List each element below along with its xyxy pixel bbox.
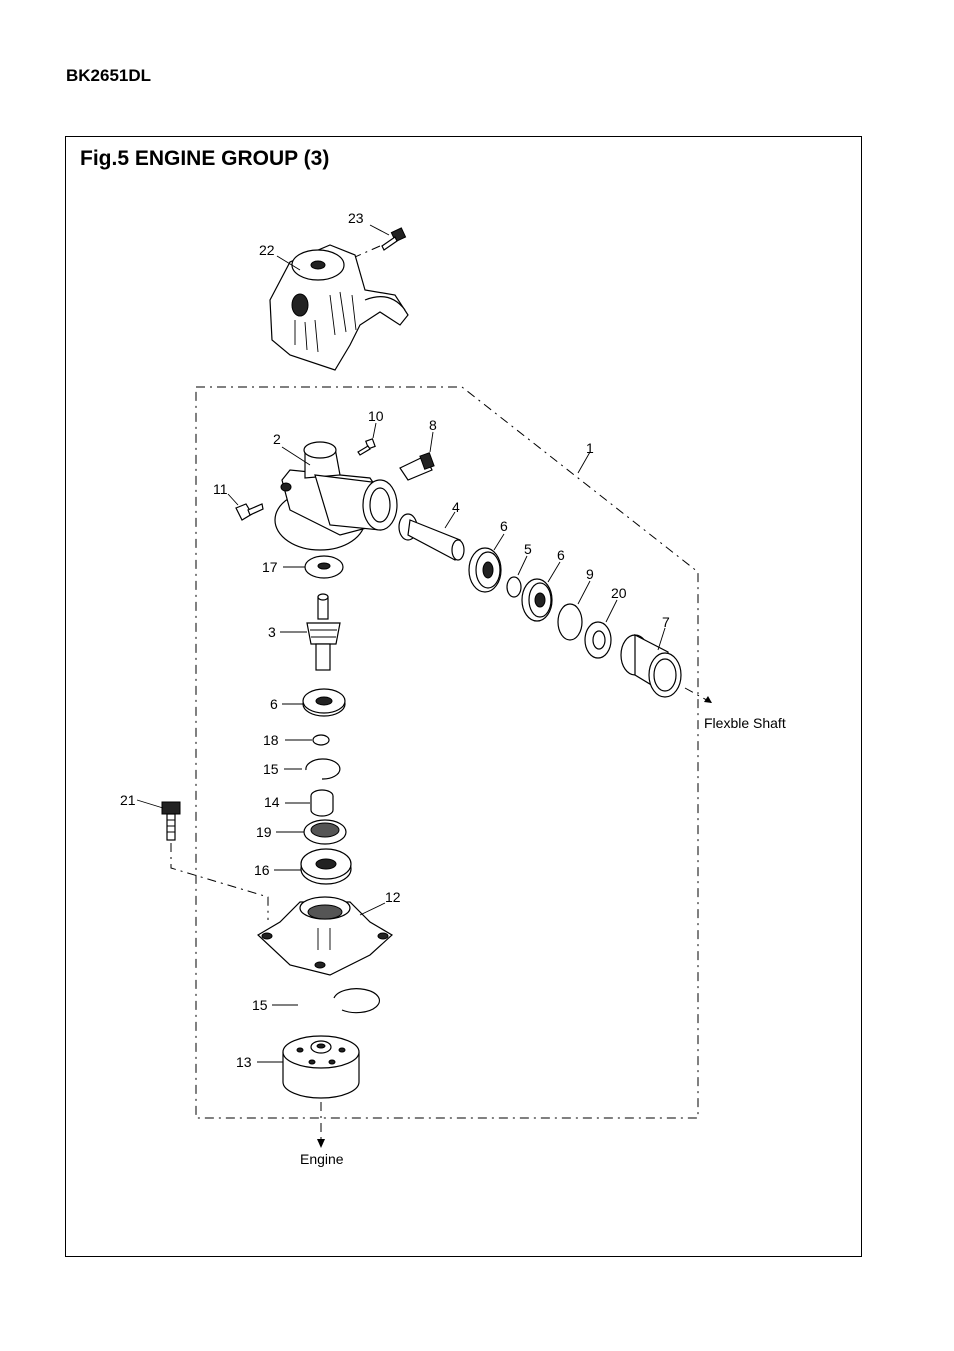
callout-7: 7	[662, 614, 670, 630]
callout-11: 11	[213, 481, 228, 497]
part-13-clutch-drum	[282, 1035, 360, 1099]
part-9-circlip	[557, 603, 583, 641]
part-14-bushing	[310, 789, 334, 817]
callout-6-c: 6	[270, 696, 278, 712]
part-6-bearing-c	[302, 688, 346, 717]
part-6-bearing-a	[468, 547, 502, 593]
callout-13: 13	[236, 1054, 252, 1070]
part-15-circlip-b	[333, 988, 381, 1014]
part-21-bolt	[161, 801, 181, 841]
model-number: BK2651DL	[66, 66, 152, 85]
part-11-bolt	[235, 503, 264, 521]
callout-14: 14	[264, 794, 280, 810]
figure-frame	[65, 136, 862, 1257]
callout-10: 10	[368, 408, 384, 424]
callout-22: 22	[259, 242, 275, 258]
callout-15-a: 15	[263, 761, 279, 777]
callout-6-a: 6	[500, 518, 508, 534]
part-19-seal	[303, 819, 347, 845]
callout-16: 16	[254, 862, 270, 878]
part-20-washer	[584, 621, 612, 659]
part-6-bearing-b	[521, 578, 553, 622]
part-10-screw	[357, 438, 376, 456]
part-2-gear-case	[274, 441, 398, 551]
part-7-sleeve	[620, 634, 682, 698]
callout-21: 21	[120, 792, 136, 808]
part-22-cover	[269, 244, 409, 371]
part-3-gear-shaft	[306, 593, 341, 671]
part-16-bearing	[300, 848, 352, 885]
note-engine: Engine	[300, 1151, 344, 1167]
callout-6-b: 6	[557, 547, 565, 563]
figure-title: Fig.5 ENGINE GROUP (3)	[80, 147, 330, 170]
callout-19: 19	[256, 824, 272, 840]
part-8-grease-nipple	[399, 452, 435, 481]
callout-1: 1	[586, 440, 594, 456]
callout-4: 4	[452, 499, 460, 515]
callout-8: 8	[429, 417, 437, 433]
part-15-circlip-a	[305, 758, 341, 780]
callout-18: 18	[263, 732, 279, 748]
part-23-bolt	[381, 227, 407, 251]
callout-15-b: 15	[252, 997, 268, 1013]
callout-3: 3	[268, 624, 276, 640]
part-17-bearing	[304, 555, 344, 579]
part-18-washer	[312, 734, 330, 746]
callout-12: 12	[385, 889, 401, 905]
leader-21-dash	[170, 843, 269, 920]
assembly-boundary	[195, 386, 699, 1119]
callout-2: 2	[273, 431, 281, 447]
callout-17: 17	[262, 559, 278, 575]
part-5-snap-ring	[506, 576, 522, 598]
part-12-housing	[257, 896, 394, 976]
callout-23: 23	[348, 210, 364, 226]
note-flexible-shaft: Flexble Shaft	[704, 715, 786, 731]
callout-9: 9	[586, 566, 594, 582]
callout-5: 5	[524, 541, 532, 557]
callout-20: 20	[611, 585, 627, 601]
part-4-shaft	[398, 513, 465, 561]
